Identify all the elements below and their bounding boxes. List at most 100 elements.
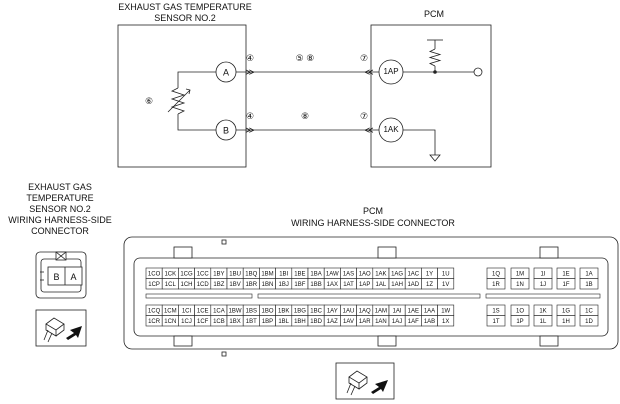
pin-label: 1BC	[310, 308, 322, 314]
wire-a-arrow-left: ≫	[245, 67, 254, 77]
pin-label: 1AI	[393, 308, 402, 314]
sensor-connector-title-line3: SENSOR NO.2	[29, 204, 91, 214]
pin-label: 1U	[442, 271, 450, 277]
pin-label: 1I	[540, 271, 545, 277]
pin-label: 1E	[562, 271, 569, 277]
pin-label: 1AO	[359, 271, 371, 277]
pin-label: 1AQ	[359, 308, 371, 314]
pin-label: 1AB	[424, 319, 435, 325]
pin-label: 1F	[562, 282, 569, 288]
pin-label: 1AE	[408, 308, 419, 314]
sensor-connector-title-line4: WIRING HARNESS-SIDE	[8, 215, 112, 225]
pin-cell	[437, 315, 455, 327]
pin-label: 1X	[442, 319, 449, 325]
pcm-output-terminal	[473, 67, 483, 77]
pin-label: 1BR	[245, 282, 257, 288]
pin-label: 1BE	[294, 271, 305, 277]
pin-label: 1BA	[310, 271, 321, 277]
pin-label: 1S	[492, 308, 499, 314]
pcm-junction-dot	[433, 70, 437, 74]
pin-label: 1BD	[310, 319, 322, 325]
pin-label: 1T	[492, 319, 499, 325]
pcm-connector-view-icon	[335, 362, 395, 400]
pin-cell	[510, 315, 530, 327]
pin-label: 1CM	[164, 308, 177, 314]
pin-cell	[486, 315, 506, 327]
pin-cell	[533, 315, 553, 327]
wire-b-ref-right: ⑦	[360, 111, 368, 121]
pin-label: 1BI	[279, 271, 288, 277]
pin-label: 1CI	[182, 308, 192, 314]
sensor-element-ref: ⑥	[145, 96, 153, 106]
pin-label: 1AH	[391, 282, 403, 288]
ground-icon	[403, 129, 441, 162]
pin-label: 1AS	[343, 271, 354, 277]
pin-label: 1BP	[262, 319, 273, 325]
pin-label: 1B	[585, 282, 592, 288]
pin-label: 1AW	[326, 271, 339, 277]
wire-a-ref-mid: ⑤ ⑧	[296, 53, 315, 63]
pin-label: 1BL	[278, 319, 289, 325]
pcm-pullup-circuit	[403, 39, 474, 73]
pcm-connector-title-line2: WIRING HARNESS-SIDE CONNECTOR	[291, 218, 455, 228]
pin-label: 1BJ	[279, 282, 289, 288]
pin-label: 1AM	[375, 308, 387, 314]
pin-cell	[486, 278, 506, 290]
wire-a-arrow-right: ≪	[364, 67, 373, 77]
pin-label: 1D	[585, 319, 593, 325]
pin-label: 1H	[562, 319, 570, 325]
pin-label: 1R	[492, 282, 500, 288]
sensor-connector-pin-a: A	[70, 272, 76, 282]
pin-label: 1CH	[180, 282, 192, 288]
pin-row-separator	[145, 293, 253, 299]
pin-label: 1CR	[148, 319, 161, 325]
pin-label: 1BT	[246, 319, 257, 325]
wire-b-arrow-right: ≪	[364, 125, 373, 135]
pin-label: 1Y	[426, 271, 433, 277]
pin-label: 1BK	[278, 308, 289, 314]
pin-label: 1AX	[327, 282, 338, 288]
pin-label: 1CO	[148, 271, 161, 277]
wire-a-ref-left: ④	[246, 53, 254, 63]
pin-label: 1AC	[407, 271, 419, 277]
pin-label: 1BV	[229, 282, 240, 288]
sensor-connector-title: EXHAUST GAS TEMPERATURE SENSOR NO.2 WIRI…	[8, 182, 112, 236]
pin-label: 1BU	[229, 271, 241, 277]
pin-cell	[579, 278, 599, 290]
pin-label: 1V	[442, 282, 449, 288]
pin-cell	[579, 315, 599, 327]
pin-label: 1A	[585, 271, 592, 277]
sensor-thermistor	[167, 71, 216, 131]
pin-label: 1CD	[197, 282, 210, 288]
pin-label: 1O	[516, 308, 524, 314]
pin-label: 1AZ	[327, 319, 338, 325]
pin-cell	[556, 278, 576, 290]
pin-label: 1BX	[229, 319, 240, 325]
pin-label: 1AU	[343, 308, 355, 314]
pin-cell	[510, 278, 530, 290]
pin-label: 1AR	[359, 319, 371, 325]
pin-label: 1BM	[261, 271, 273, 277]
pin-label: 1J	[540, 282, 546, 288]
pin-label: 1BY	[213, 271, 224, 277]
pin-label: 1N	[516, 282, 524, 288]
wire-b-arrow-left: ≫	[245, 125, 254, 135]
pin-label: 1AN	[375, 319, 387, 325]
pin-label: 1K	[539, 308, 546, 314]
pin-label: 1AT	[343, 282, 354, 288]
pin-label: 1CQ	[148, 308, 161, 314]
pin-label: 1CA	[213, 308, 225, 314]
pin-label: 1CP	[148, 282, 160, 288]
pin-label: 1CB	[213, 319, 225, 325]
pcm-terminal-1ak-label: 1AK	[383, 125, 399, 134]
pin-row-separator	[485, 293, 601, 299]
pin-label: 1BN	[262, 282, 274, 288]
sensor-title-line2: SENSOR NO.2	[154, 13, 216, 23]
pin-label: 1BB	[310, 282, 321, 288]
wire-a-ref-right: ⑦	[360, 53, 368, 63]
pcm-box	[370, 24, 492, 168]
sensor-box	[117, 24, 247, 168]
pin-label: 1Q	[492, 271, 500, 277]
pin-label: 1CE	[197, 308, 209, 314]
pin-cell	[556, 315, 576, 327]
